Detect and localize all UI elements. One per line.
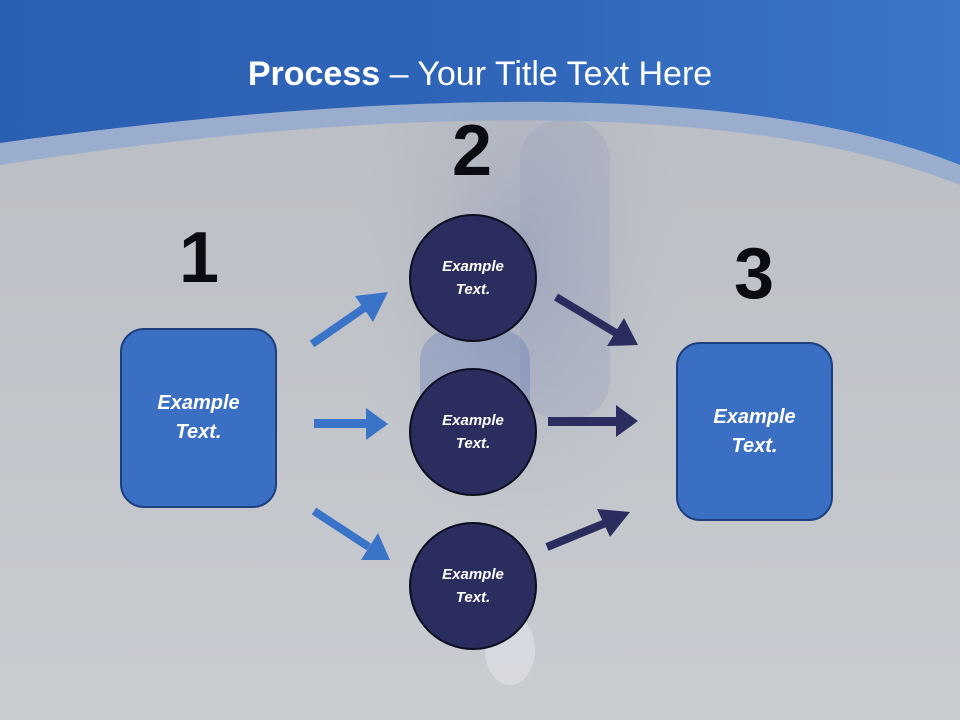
step-2-text-bottom: Example Text.	[442, 566, 504, 606]
step-3-number: 3	[733, 234, 775, 314]
arrow-2-middle-to-3	[548, 405, 638, 437]
slide-title: Process – Your Title Text Here	[0, 52, 960, 96]
step-2-text-top: Example Text.	[442, 258, 504, 298]
step-1-number: 1	[178, 218, 220, 298]
step-2-text-middle: Example Text.	[442, 412, 504, 452]
step-2-circle-middle: Example Text.	[409, 368, 537, 496]
arrow-2-top-to-3	[553, 293, 638, 346]
arrow-1-to-2-top	[309, 292, 388, 348]
step-3-box: Example Text.	[676, 342, 833, 521]
header-band	[0, 0, 960, 165]
arrow-2-bottom-to-3	[545, 509, 630, 551]
arrow-1-to-2-middle	[314, 408, 388, 440]
title-bold: Process	[247, 55, 381, 93]
step-2-circle-top: Example Text.	[409, 214, 537, 342]
arrow-1-to-2-bottom	[311, 507, 390, 560]
title-rest: – Your Title Text Here	[380, 55, 713, 93]
step-3-text: Example Text.	[713, 405, 796, 457]
step-2-number: 2	[451, 111, 493, 191]
step-1-text: Example Text.	[157, 392, 240, 443]
header-wave	[0, 101, 960, 185]
step-1-box: Example Text.	[120, 328, 277, 508]
step-2-circle-bottom: Example Text.	[409, 522, 537, 650]
